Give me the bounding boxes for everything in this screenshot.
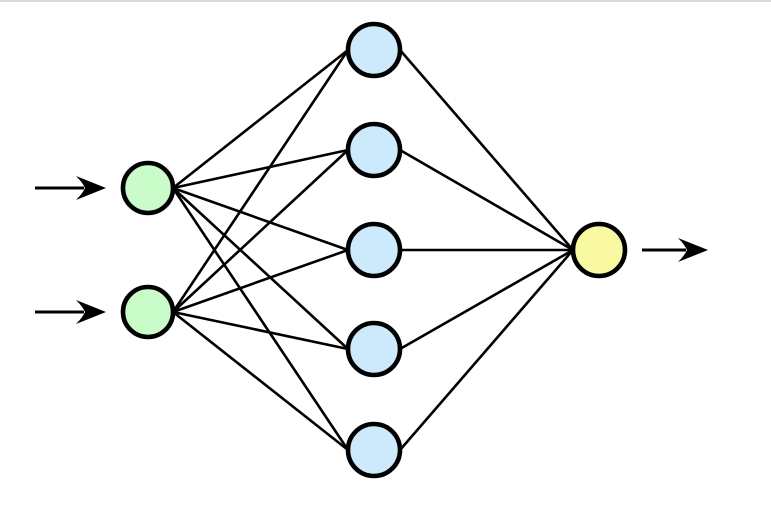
input-arrow-1-head	[76, 176, 106, 200]
input-node-2	[120, 284, 176, 340]
edges-layer	[171, 48, 574, 452]
input-arrow-1	[35, 176, 106, 200]
hidden-node-2	[345, 121, 403, 179]
input-arrow-2	[35, 300, 106, 324]
edge-i1-h3	[172, 186, 349, 252]
input-arrow-2-head	[76, 300, 106, 324]
edge-i2-h4	[172, 310, 349, 351]
output-arrow-head	[678, 238, 708, 262]
edge-i2-h5	[172, 310, 349, 452]
nodes-layer	[120, 21, 628, 479]
edge-h5-o1	[399, 249, 574, 451]
hidden-node-4	[345, 320, 403, 378]
edge-h2-o1	[399, 148, 574, 252]
edge-i2-h3	[172, 248, 349, 314]
hidden-node-1	[345, 21, 403, 79]
edge-i1-h5	[171, 187, 350, 451]
input-node-1	[120, 160, 176, 216]
edge-i1-h1	[172, 48, 349, 190]
edge-i1-h4	[172, 187, 349, 350]
hidden-node-3	[345, 221, 403, 279]
edge-i1-h2	[172, 148, 349, 190]
edge-i2-h1	[171, 49, 350, 313]
edge-h4-o1	[399, 248, 574, 351]
edge-i2-h2	[172, 149, 349, 313]
edge-h1-o1	[399, 49, 574, 251]
hidden-node-5	[345, 421, 403, 479]
arrows-layer	[35, 176, 708, 324]
output-arrow	[642, 238, 708, 262]
output-node	[570, 221, 628, 279]
window-top-border	[0, 0, 771, 2]
